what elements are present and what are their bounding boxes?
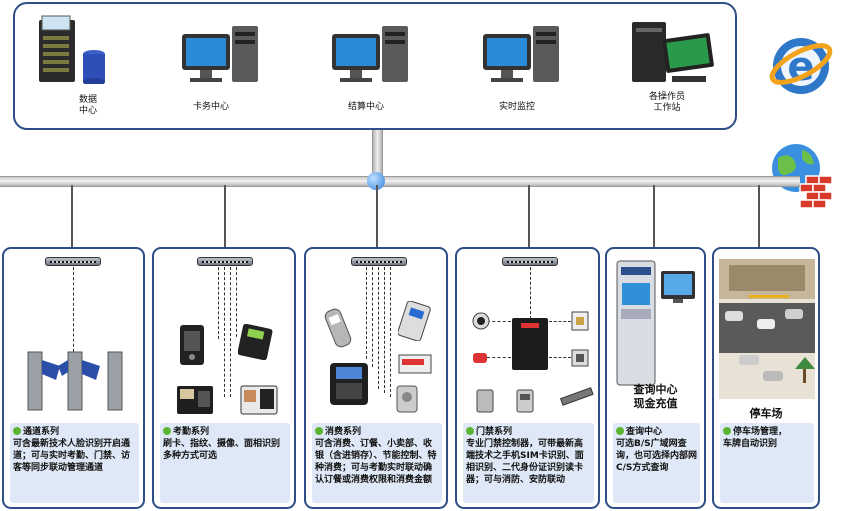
panel-channel: 通道系列 可含最新技术人脸识别开启通道；可与实时考勤、门禁、访客等同步联动管理通… [2, 247, 145, 509]
panel-consumption: 消费系列 可含消费、订餐、小卖部、收银（含进销存）、节能控制、特种消费；可与考勤… [304, 247, 448, 509]
internet-explorer-icon: e [769, 38, 833, 94]
drop-line [71, 185, 73, 255]
server-rack-icon [39, 15, 105, 84]
card-center-label: 卡务中心 [193, 102, 230, 112]
network-backbone [0, 176, 800, 187]
connection-line [224, 267, 225, 397]
consumption-title: 消费系列 [325, 427, 362, 437]
panel-query: 查询中心 现金充值 查询中心 可选B/S广域网查询，也可选择内部网C/S方式查询 [605, 247, 706, 509]
bullet-icon [163, 427, 171, 435]
connection-line [530, 267, 531, 319]
bullet-icon [13, 427, 21, 435]
attendance-text: 刷卡、指纹、摄像、面相识别多种方式可选 [163, 439, 281, 461]
workstation-label: 各操作员 工作站 [649, 92, 686, 113]
parking-scene-image [719, 259, 815, 399]
connection-line [487, 321, 511, 322]
bullet-icon [315, 427, 323, 435]
connection-line [487, 357, 511, 358]
access-title: 门禁系列 [476, 427, 513, 437]
network-switch-icon [45, 257, 101, 266]
turnstile-icon [27, 351, 123, 411]
monitor-label: 实时监控 [499, 102, 536, 112]
workstation-icon [632, 22, 714, 82]
reader-icon [571, 349, 589, 367]
network-node [367, 172, 385, 190]
consumption-text: 可含消费、订餐、小卖部、收银（含进销存）、节能控制、特种消费；可与考勤实时联动确… [315, 439, 437, 485]
parking-label: 停车场 [749, 407, 783, 420]
access-text: 专业门禁控制器，可带最新高端技术之手机SIM卡识别、面相识别、二代身份证识别读卡… [466, 439, 584, 485]
keypad-terminal-icon [238, 324, 273, 360]
uplink-pipe [372, 130, 383, 178]
panel-access: 门禁系列 专业门禁控制器，可带最新高端技术之手机SIM卡识别、面相识别、二代身份… [455, 247, 600, 509]
computer-icon [182, 26, 258, 82]
query-text: 可选B/S广域网查询，也可选择内部网C/S方式查询 [616, 439, 698, 473]
channel-desc: 通道系列 可含最新技术人脸识别开启通道；可与实时考勤、门禁、访客等同步联动管理通… [10, 423, 139, 503]
connection-line [372, 267, 373, 367]
query-desc: 查询中心 可选B/S广域网查询，也可选择内部网C/S方式查询 [613, 423, 700, 503]
connection-line [384, 267, 385, 393]
network-switch-icon [351, 257, 407, 266]
drop-line [653, 185, 655, 249]
parking-desc: 停车场管理， 车牌自动识别 [720, 423, 814, 503]
door-lock-icon [559, 387, 594, 406]
id-reader-icon [516, 389, 534, 413]
alarm-icon [473, 353, 487, 363]
data-center-label: 数据 中心 [79, 95, 98, 116]
access-desc: 门禁系列 专业门禁控制器，可带最新高端技术之手机SIM卡识别、面相识别、二代身份… [463, 423, 594, 503]
connection-line [549, 357, 571, 358]
kiosk-icon [616, 260, 695, 386]
computer-icon [483, 26, 559, 82]
consumption-desc: 消费系列 可含消费、订餐、小卖部、收银（含进销存）、节能控制、特种消费；可与考勤… [312, 423, 442, 503]
attendance-desc: 考勤系列 刷卡、指纹、摄像、面相识别多种方式可选 [160, 423, 290, 503]
connection-line [218, 267, 219, 339]
channel-title: 通道系列 [23, 427, 60, 437]
parking-text: 车牌自动识别 [723, 439, 778, 449]
connection-line [390, 267, 391, 397]
pos-handheld-icon [324, 308, 352, 348]
channel-text: 可含最新技术人脸识别开启通道；可与实时考勤、门禁、访客等同步联动管理通道 [13, 439, 131, 473]
drop-line [758, 185, 760, 249]
sim-reader-icon [476, 389, 494, 413]
display-unit-icon [398, 354, 432, 374]
query-label: 查询中心 现金充值 [633, 383, 678, 410]
exit-button-icon [571, 311, 589, 331]
computer-icon [332, 26, 408, 82]
management-layer-box: 数据 中心 卡务中心 结算中心 实时监控 各操作员 工作站 [13, 2, 737, 130]
access-controller-icon [512, 318, 548, 370]
panel-parking: 停车场 停车场管理， 车牌自动识别 [712, 247, 820, 509]
network-switch-icon [197, 257, 253, 266]
pos-terminal-icon [330, 363, 368, 405]
parking-title: 停车场管理， [733, 427, 788, 437]
connection-line [378, 267, 379, 389]
face-terminal-icon [180, 325, 204, 365]
camera-terminal-icon [240, 385, 278, 415]
connection-line [549, 321, 571, 322]
camera-icon [472, 312, 490, 330]
bullet-icon [723, 427, 731, 435]
card-reader-icon [398, 301, 431, 341]
connection-line [236, 267, 237, 337]
query-title: 查询中心 [626, 427, 663, 437]
network-switch-icon [502, 257, 558, 266]
bullet-icon [466, 427, 474, 435]
fingerprint-terminal-icon [177, 386, 213, 414]
drop-line [376, 185, 378, 255]
connection-line [366, 267, 367, 359]
connection-line [73, 267, 74, 357]
panel-attendance: 考勤系列 刷卡、指纹、摄像、面相识别多种方式可选 [152, 247, 296, 509]
bullet-icon [616, 427, 624, 435]
connection-line [230, 267, 231, 397]
attendance-title: 考勤系列 [173, 427, 210, 437]
reader-unit-icon [396, 385, 418, 413]
drop-line [528, 185, 530, 255]
settle-center-label: 结算中心 [348, 102, 385, 112]
drop-line [224, 185, 226, 255]
